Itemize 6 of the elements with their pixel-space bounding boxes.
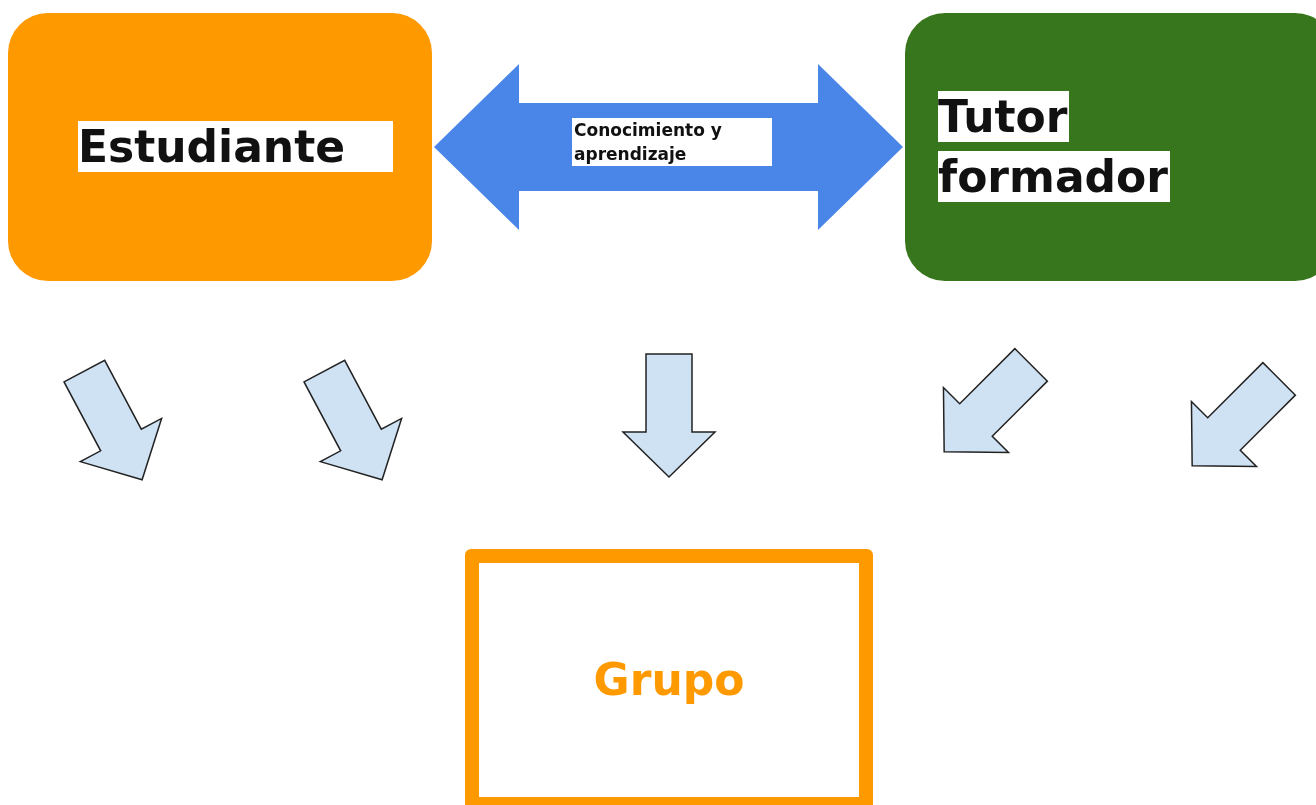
process-box <box>905 13 1316 281</box>
node-label: Tutor formador <box>938 90 1172 204</box>
process-box <box>8 13 432 281</box>
node-label: Grupo <box>593 653 745 707</box>
edge-label: Conocimiento y aprendizaje <box>572 118 772 166</box>
group-box <box>465 549 873 805</box>
